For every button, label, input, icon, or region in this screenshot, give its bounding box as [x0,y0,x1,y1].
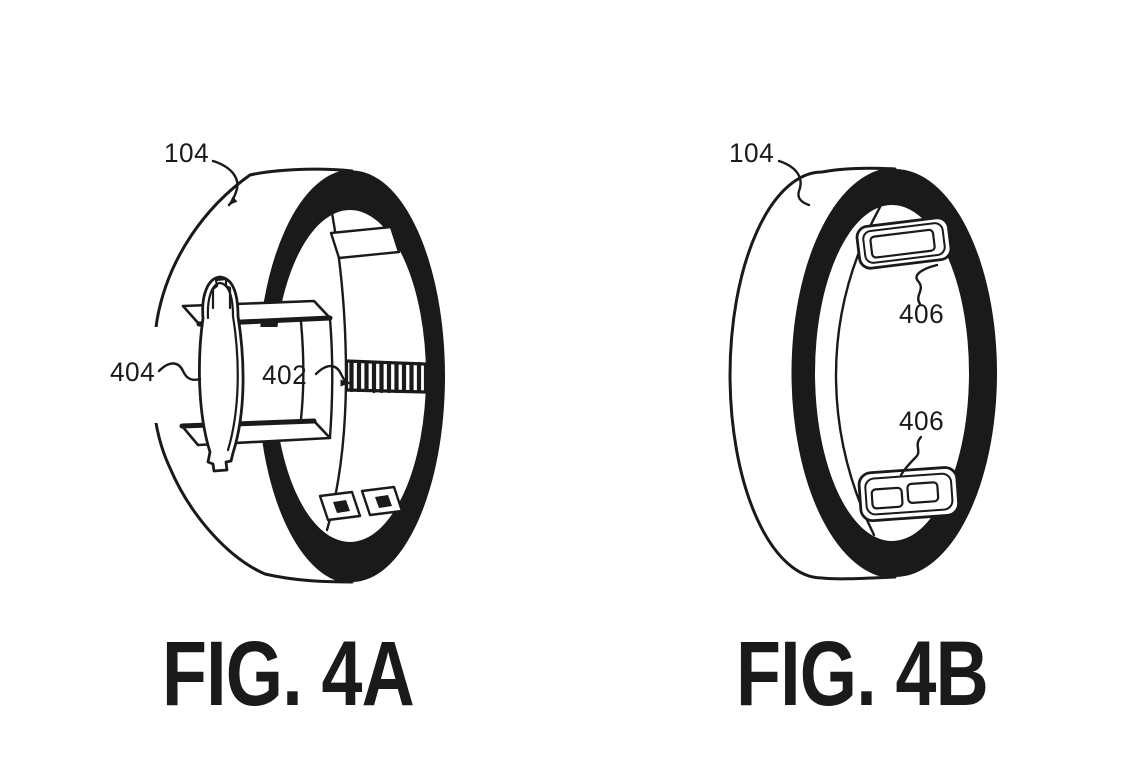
fig4b-inner-surface-edge [834,205,882,537]
ref-label-104-fig4a: 104 [164,138,210,168]
fig4b-sensor-module-bottom [857,466,961,523]
ref-label-404-fig4a: 404 [110,357,156,387]
fig4a-battery-strip-top-notch [211,277,232,310]
ref-label-406-bottom-fig4b: 406 [899,406,945,436]
fig4b-module-bottom-window-right [906,481,940,504]
fig4b-ring-drawing [728,159,997,581]
fig4a-leader-104 [211,159,239,207]
fig4a-battery-strip [198,275,245,473]
ref-label-402-fig4a: 402 [262,360,308,390]
fig4a-ring-drawing [128,159,446,584]
caption-fig-4b: FIG. 4B [736,623,989,725]
caption-fig-4a: FIG. 4A [162,623,415,725]
fig4a-window-emitters [333,495,392,513]
fig4a-leader-402 [314,364,351,387]
fig4a-window-top [329,225,401,260]
fig4a-windows-bottom [318,485,404,522]
fig4a-electrode-stripes [349,360,422,394]
fig4b-leader-406-bottom [899,435,923,477]
ref-label-104-fig4b: 104 [729,138,775,168]
fig4b-module-bottom-window-left [870,486,904,510]
fig4a-gap-inner-edges [299,317,334,439]
fig4b-leader-406-top [915,263,939,306]
fig4a-leader-404 [157,362,202,382]
fig4a-battery-strip-inner-line [206,281,239,452]
ref-label-406-top-fig4b: 406 [899,299,945,329]
fig4b-sensor-module-top [855,216,953,270]
fig4a-electrode-band [345,359,427,394]
fig4b-leader-104 [777,159,811,207]
fig4b-module-top-window [869,228,936,259]
